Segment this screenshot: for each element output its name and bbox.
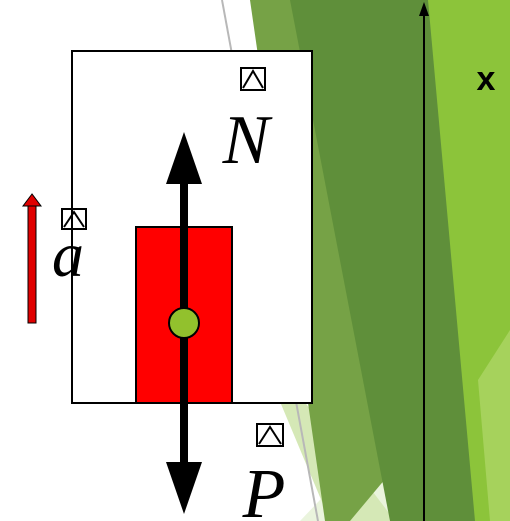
weight-label: P [242, 456, 286, 521]
vector-arrow-icon [61, 208, 87, 230]
normal-force-arrowhead [166, 132, 202, 184]
weight-arrowhead [166, 462, 202, 514]
background-decoration [221, 0, 510, 521]
x-axis-arrowhead [419, 2, 429, 16]
x-axis-label: x [477, 60, 496, 98]
bg-highlight-green [478, 330, 510, 521]
acceleration-label: a [52, 219, 84, 290]
vector-arrow-icon [256, 423, 284, 447]
weight-arrow [166, 323, 202, 514]
acceleration-arrow [22, 193, 42, 324]
x-axis: x [419, 2, 496, 521]
center-of-mass [168, 307, 200, 339]
vector-arrow-icon [240, 67, 266, 91]
normal-force-label: N [222, 102, 273, 179]
normal-force-arrow [166, 132, 202, 323]
acceleration-arrowhead [22, 193, 42, 207]
acceleration-shaft [27, 203, 37, 324]
